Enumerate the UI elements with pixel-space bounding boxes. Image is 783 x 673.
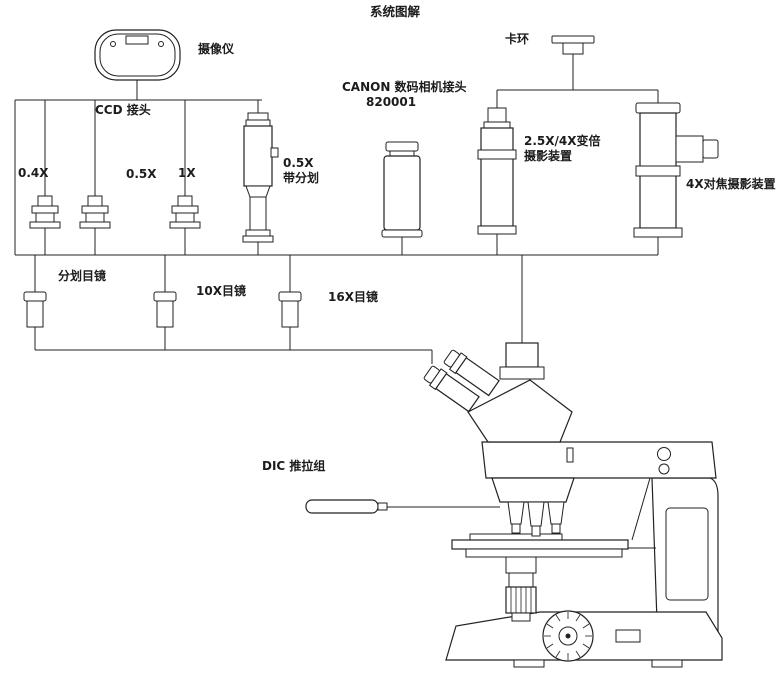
eyepiece-bus-lines xyxy=(34,327,433,364)
focus-photo-device-icon xyxy=(633,102,719,255)
reticle-eyepiece-label: 分划目镜 xyxy=(58,268,106,283)
diagram-title: 系统图解 xyxy=(370,4,421,19)
clamp-ring-icon xyxy=(496,35,659,108)
eyepiece-10x-label: 10X目镜 xyxy=(196,283,246,298)
top-bus-lines xyxy=(14,99,262,255)
canon-adapter-icon xyxy=(381,141,423,255)
microscope-binocular-tube-rear xyxy=(443,349,500,397)
microscope-nosepiece xyxy=(491,477,575,537)
microscope-icon xyxy=(423,342,723,668)
microscope-photo-port xyxy=(499,342,545,380)
adapter-05x-reticle-label-2: 带分划 xyxy=(283,170,319,185)
microscope-focus-knob xyxy=(542,610,594,662)
eyepiece-16x-label: 16X目镜 xyxy=(328,289,378,304)
microscope-lamp-panel xyxy=(665,507,709,601)
microscope-binocular-tube-front xyxy=(423,365,480,413)
zoom-photo-device-label-1: 2.5X/4X变倍 xyxy=(524,133,601,148)
microscope-stage xyxy=(451,533,656,558)
dic-slider-icon xyxy=(305,499,500,514)
canon-adapter-label-1: CANON 数码相机接头 xyxy=(342,79,467,94)
microscope-condenser xyxy=(505,556,537,622)
adapter-05x-reticle-icon xyxy=(242,112,279,243)
main-bus-lines xyxy=(15,254,658,343)
adapter-04x-icon xyxy=(29,195,61,229)
adapter-1x-label: 1X xyxy=(178,166,196,180)
ccd-label: CCD 接头 xyxy=(95,102,151,117)
adapter-1x-icon xyxy=(169,195,201,229)
adapter-05x-label: 0.5X xyxy=(126,167,157,181)
camera-label: 摄像仪 xyxy=(198,41,235,56)
dic-slider-label: DIC 推拉组 xyxy=(262,458,325,473)
microscope-foot-right xyxy=(651,659,683,668)
camera-icon xyxy=(94,29,181,100)
adapter-05x-icon xyxy=(79,195,111,229)
microscope-deck xyxy=(481,441,717,479)
adapter-05x-reticle-label-1: 0.5X xyxy=(283,156,314,170)
zoom-photo-device-label-2: 摄影装置 xyxy=(524,148,572,163)
microscope-head xyxy=(467,379,573,443)
microscope-switch xyxy=(615,629,641,643)
eyepiece-16x-icon xyxy=(278,291,302,328)
reticle-eyepiece-icon xyxy=(23,291,47,328)
focus-photo-device-label: 4X对焦摄影装置 xyxy=(686,176,776,191)
canon-adapter-label-2: 820001 xyxy=(366,95,416,109)
clamp-ring-label: 卡环 xyxy=(505,31,529,46)
microscope-foot-left xyxy=(513,659,545,668)
adapter-04x-label: 0.4X xyxy=(18,166,49,180)
zoom-photo-device-icon xyxy=(477,107,517,255)
eyepiece-10x-icon xyxy=(153,291,177,328)
